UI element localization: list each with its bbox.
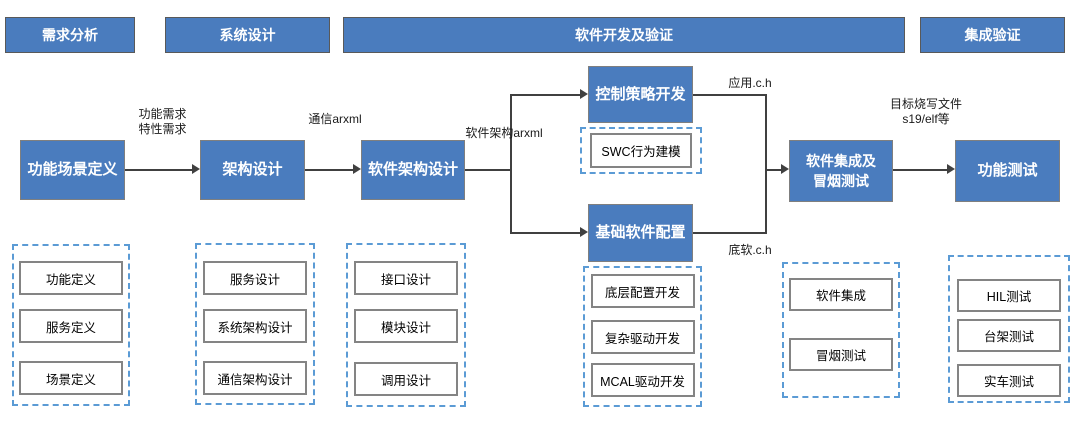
flow-box-integration-smoke-test: 软件集成及 冒烟测试 <box>789 140 893 202</box>
detail-item: 底层配置开发 <box>590 274 695 308</box>
detail-item: 台架测试 <box>957 319 1061 352</box>
detail-item: 软件集成 <box>789 278 893 311</box>
detail-group-integration-smoke: 软件集成 冒烟测试 <box>782 262 900 398</box>
arrow-head-icon <box>353 164 361 174</box>
arrow-head-icon <box>947 164 955 174</box>
detail-item: 系统架构设计 <box>203 309 307 343</box>
edge-label-app-ch: 应用.c.h <box>728 76 772 90</box>
connector-line <box>765 169 782 171</box>
connector-line <box>693 232 767 234</box>
edge-label-sw-arch-arxml: 软件架构arxml <box>465 126 543 140</box>
detail-group-architecture: 服务设计 系统架构设计 通信架构设计 <box>195 243 315 405</box>
flow-box-control-strategy-dev: 控制策略开发 <box>588 66 693 123</box>
detail-item: 服务定义 <box>19 309 123 343</box>
detail-group-software-architecture: 接口设计 模块设计 调用设计 <box>346 243 466 407</box>
flow-box-function-scene-definition: 功能场景定义 <box>20 140 125 200</box>
arrow-head-icon <box>192 164 200 174</box>
flow-box-basic-software-config: 基础软件配置 <box>588 204 693 262</box>
phase-software-dev-verification: 软件开发及验证 <box>343 17 905 53</box>
swc-modeling-dashed-container: SWC行为建模 <box>580 127 702 174</box>
detail-item: 复杂驱动开发 <box>590 320 695 354</box>
flow-box-architecture-design: 架构设计 <box>200 140 305 200</box>
connector-line <box>125 169 193 171</box>
connector-branch-line <box>510 94 512 234</box>
detail-item: 通信架构设计 <box>203 361 307 395</box>
arrow-head-icon <box>781 164 789 174</box>
detail-item: MCAL驱动开发 <box>590 363 695 397</box>
detail-item: 冒烟测试 <box>789 338 893 371</box>
detail-item: 实车测试 <box>957 364 1061 397</box>
connector-line <box>693 94 767 96</box>
arrow-head-icon <box>580 227 588 237</box>
edge-label-target-flash-file: 目标烧写文件 s19/elf等 <box>889 97 962 126</box>
detail-item: 场景定义 <box>19 361 123 395</box>
detail-item: 模块设计 <box>354 309 458 343</box>
phase-integration-verification: 集成验证 <box>920 17 1065 53</box>
flow-box-function-test: 功能测试 <box>955 140 1060 202</box>
connector-line <box>510 94 581 96</box>
connector-line <box>893 169 948 171</box>
phase-system-design: 系统设计 <box>165 17 330 53</box>
connector-line <box>305 169 354 171</box>
connector-line <box>465 169 512 171</box>
detail-item: HIL测试 <box>957 279 1061 312</box>
detail-item: 接口设计 <box>354 261 458 295</box>
detail-item: 功能定义 <box>19 261 123 295</box>
edge-label-comm-arxml: 通信arxml <box>308 112 362 126</box>
swc-modeling-box: SWC行为建模 <box>590 133 692 168</box>
flow-box-software-architecture-design: 软件架构设计 <box>361 140 465 200</box>
detail-group-basic-software: 底层配置开发 复杂驱动开发 MCAL驱动开发 <box>583 266 702 407</box>
detail-item: 服务设计 <box>203 261 307 295</box>
connector-merge-line <box>765 94 767 234</box>
phase-requirements-analysis: 需求分析 <box>5 17 135 53</box>
detail-group-function-scene: 功能定义 服务定义 场景定义 <box>12 244 130 406</box>
arrow-head-icon <box>580 89 588 99</box>
edge-label-requirements: 功能需求 特性需求 <box>138 107 187 136</box>
detail-item: 调用设计 <box>354 362 458 396</box>
connector-line <box>510 232 581 234</box>
edge-label-bottom-ch: 底软.c.h <box>728 243 772 257</box>
detail-group-function-test: HIL测试 台架测试 实车测试 <box>948 255 1070 403</box>
